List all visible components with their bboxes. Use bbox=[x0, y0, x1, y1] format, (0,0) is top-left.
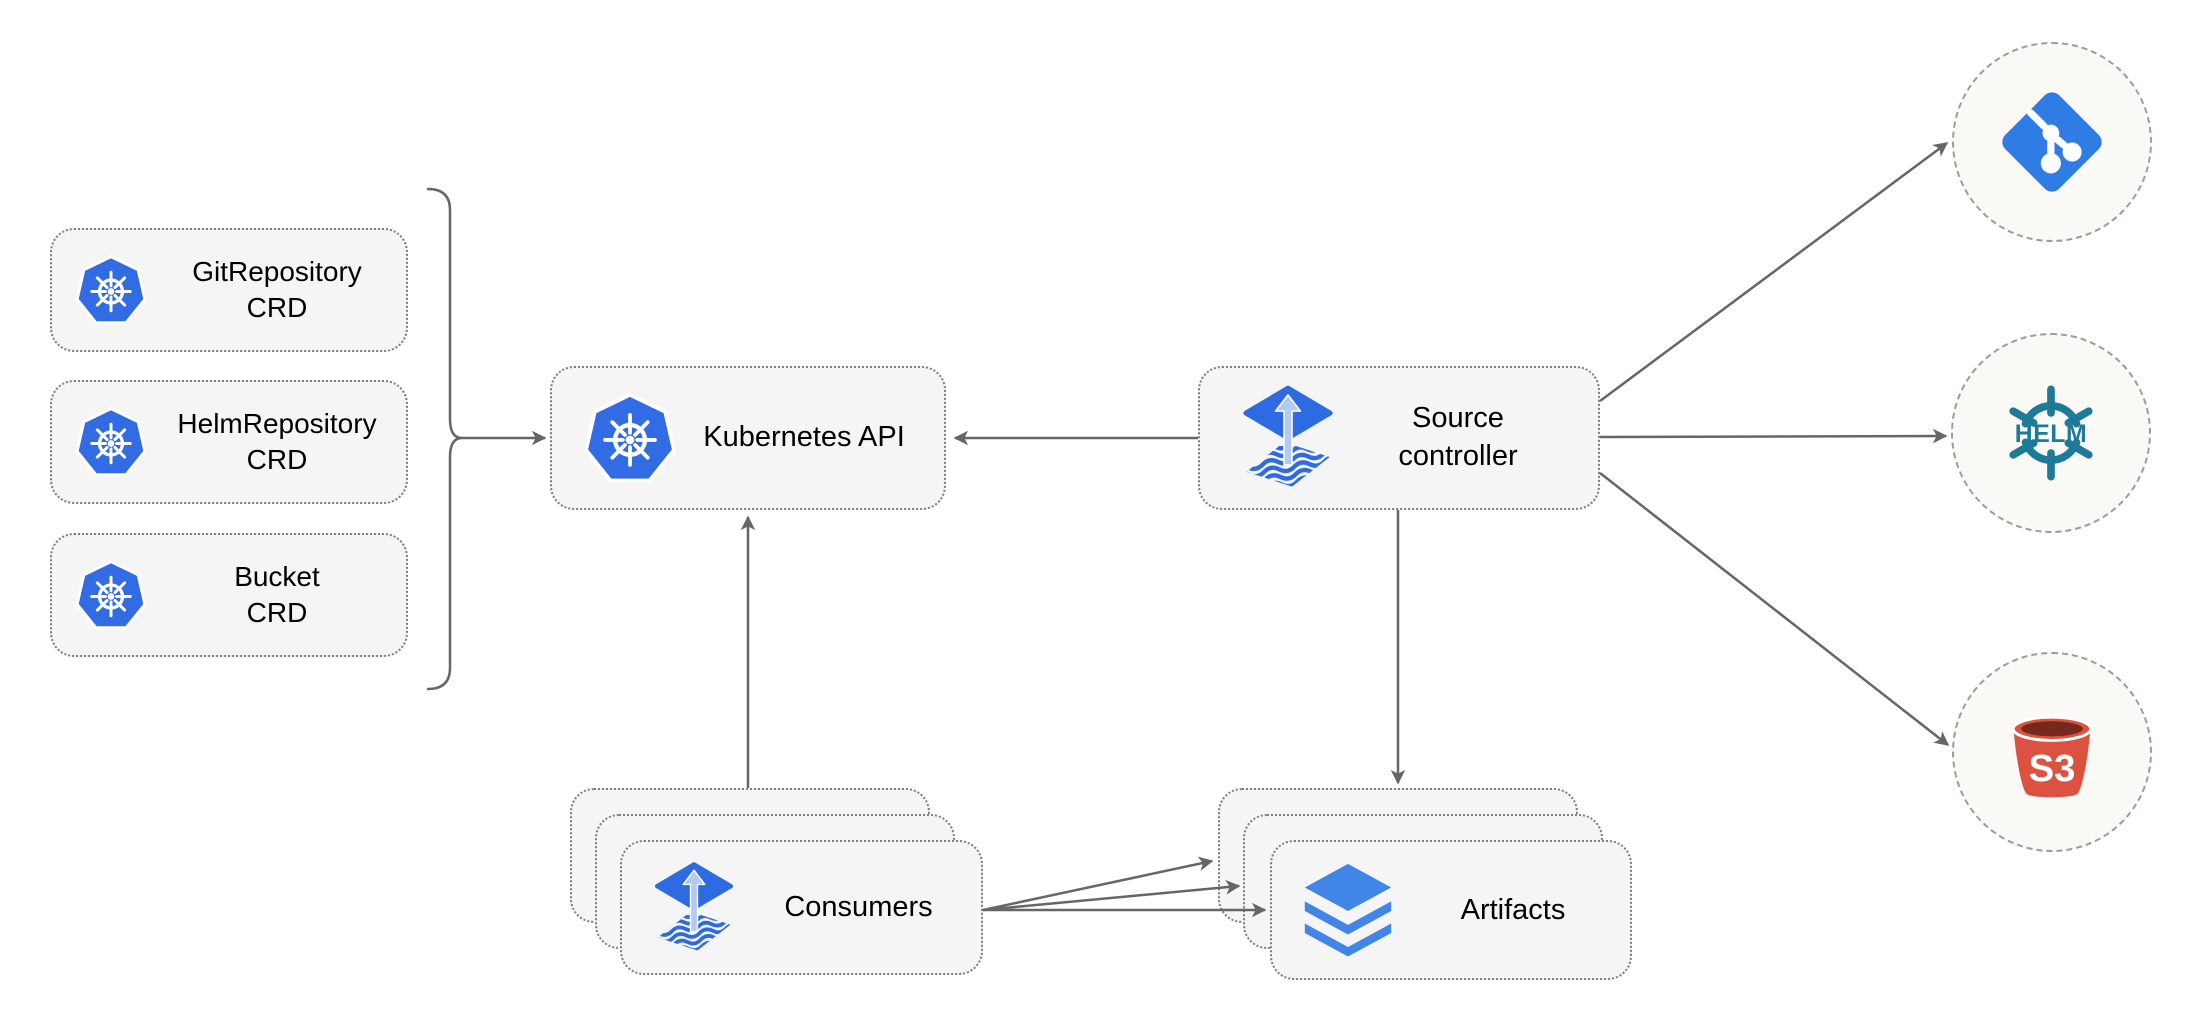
node-consumers-stack: Consumers bbox=[570, 788, 985, 978]
git-icon bbox=[2002, 92, 2102, 192]
node-gitrepository-crd: GitRepository CRD bbox=[50, 228, 408, 352]
bucket-crd-label: Bucket CRD bbox=[234, 560, 320, 628]
helmrepository-crd-label: HelmRepository CRD bbox=[177, 407, 377, 475]
node-bucket-crd: Bucket CRD bbox=[50, 533, 408, 657]
node-helmrepository-crd: HelmRepository CRD bbox=[50, 380, 408, 504]
helm-icon: HELM bbox=[2009, 385, 2093, 481]
edge-source-controller-to-git bbox=[1599, 141, 1949, 403]
s3-logo-text: S3 bbox=[2029, 747, 2076, 790]
edge-source-controller-to-helm bbox=[1599, 428, 1948, 444]
edge-consumers-to-artifacts-2 bbox=[982, 879, 1241, 912]
node-git-source bbox=[1952, 42, 2152, 242]
flux-icon bbox=[1240, 382, 1336, 494]
edge-crd-group-bracket bbox=[426, 187, 464, 691]
flux-icon bbox=[652, 858, 736, 958]
source-controller-label: Source controller bbox=[1398, 402, 1518, 472]
edge-source-controller-to-s3 bbox=[1599, 472, 1950, 746]
node-consumers: Consumers bbox=[620, 840, 983, 975]
kubernetes-icon bbox=[74, 403, 148, 481]
kubernetes-icon bbox=[74, 556, 148, 634]
artifacts-label: Artifacts bbox=[1460, 893, 1566, 926]
node-artifacts: Artifacts bbox=[1270, 840, 1632, 980]
node-kubernetes-api: Kubernetes API bbox=[550, 366, 946, 510]
helm-logo-text: HELM bbox=[2015, 421, 2088, 448]
s3-icon: S3 bbox=[2011, 715, 2093, 798]
kubernetes-icon bbox=[74, 251, 148, 329]
edge-consumers-to-artifacts-1 bbox=[982, 856, 1214, 912]
kubernetes-icon bbox=[582, 388, 678, 488]
gitrepository-crd-label: GitRepository CRD bbox=[192, 255, 362, 323]
node-helm-source: HELM bbox=[1951, 333, 2151, 533]
node-source-controller: Source controller bbox=[1198, 366, 1600, 510]
consumers-label: Consumers bbox=[784, 891, 933, 923]
node-artifacts-stack: Artifacts bbox=[1218, 788, 1633, 983]
layers-icon bbox=[1304, 863, 1392, 957]
kubernetes-api-label: Kubernetes API bbox=[703, 421, 905, 454]
node-s3-source: S3 bbox=[1952, 652, 2152, 852]
